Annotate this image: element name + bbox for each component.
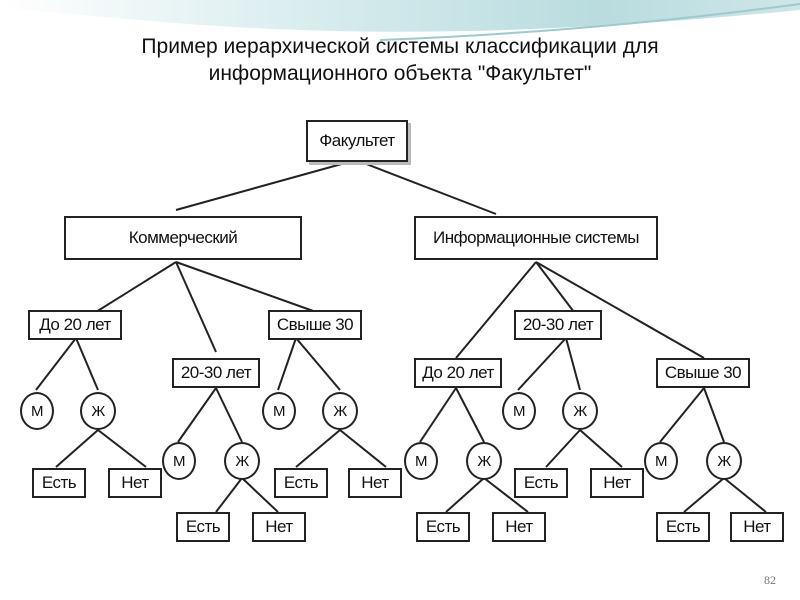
node-commercial-over-30-female-yes: Есть bbox=[274, 468, 328, 498]
node-infosys-20-30-female: Ж bbox=[562, 392, 598, 430]
node-infosys-20-30-female-yes: Есть bbox=[514, 468, 568, 498]
node-commercial-over-30: Свыше 30 bbox=[268, 310, 362, 340]
node-commercial-20-30-male: М bbox=[162, 442, 196, 480]
node-infosys-over-30-male: М bbox=[644, 442, 678, 480]
node-infosys-over-30-female-no: Нет bbox=[730, 512, 784, 542]
page-title: Пример иерархической системы классификац… bbox=[0, 33, 800, 87]
node-commercial-20-30: 20-30 лет bbox=[172, 358, 260, 388]
node-infosys-20-30-female-no: Нет bbox=[590, 468, 644, 498]
node-faculty: Факультет bbox=[306, 120, 408, 162]
node-infosys-20-30: 20-30 лет bbox=[514, 310, 602, 340]
node-commercial-under-20-female-no: Нет bbox=[108, 468, 162, 498]
node-infosys-20-30-male: М bbox=[502, 392, 536, 430]
node-infosys-under-20-female: Ж bbox=[466, 442, 502, 480]
node-infosys-under-20-female-yes: Есть bbox=[416, 512, 470, 542]
node-commercial: Коммерческий bbox=[64, 216, 302, 260]
node-infosys-over-30: Свыше 30 bbox=[656, 358, 750, 388]
header-swoosh bbox=[0, 0, 800, 41]
node-infosys-over-30-female-yes: Есть bbox=[656, 512, 710, 542]
title-line-2: информационного объекта "Факультет" bbox=[208, 62, 592, 85]
tree-edges bbox=[35, 159, 767, 513]
node-commercial-20-30-female-yes: Есть bbox=[176, 512, 230, 542]
node-commercial-over-30-female-no: Нет bbox=[348, 468, 402, 498]
node-commercial-under-20-female: Ж bbox=[80, 392, 116, 430]
node-commercial-20-30-female: Ж bbox=[224, 442, 260, 480]
node-commercial-under-20: До 20 лет bbox=[28, 310, 122, 340]
node-commercial-20-30-female-no: Нет bbox=[252, 512, 306, 542]
node-infosys-under-20-female-no: Нет bbox=[492, 512, 546, 542]
node-infosys-over-30-female: Ж bbox=[706, 442, 742, 480]
node-commercial-over-30-female: Ж bbox=[322, 392, 358, 430]
node-commercial-over-30-male: М bbox=[262, 392, 296, 430]
title-line-1: Пример иерархической системы классификац… bbox=[141, 35, 659, 58]
node-infosys-under-20: До 20 лет bbox=[414, 358, 502, 388]
page-number: 82 bbox=[764, 573, 776, 587]
classification-tree: Факультет Коммерческий Информационные си… bbox=[16, 112, 786, 550]
node-commercial-under-20-female-yes: Есть bbox=[32, 468, 86, 498]
node-commercial-under-20-male: М bbox=[20, 392, 54, 430]
node-information-systems: Информационные системы bbox=[414, 216, 658, 260]
node-infosys-under-20-male: М bbox=[404, 442, 438, 480]
